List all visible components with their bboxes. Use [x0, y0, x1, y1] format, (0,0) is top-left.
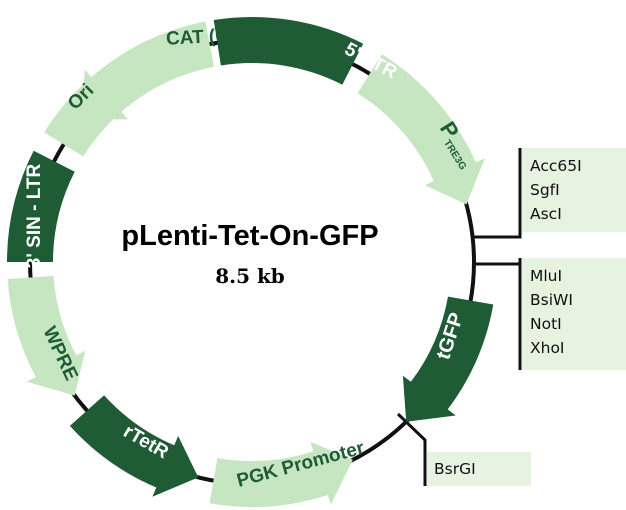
- label-cat: CAT (CAMr): [165, 21, 270, 49]
- feature-arrow-3-sin-ltr: [7, 150, 75, 262]
- feature-arrow-wpre: [7, 275, 86, 396]
- feature-arrow-pgk-promoter: [209, 441, 353, 508]
- site-acc65i: Acc65I: [530, 157, 582, 175]
- restriction-site-group-3: BsrGI: [396, 412, 531, 486]
- feature-arrow-tgfp: [402, 296, 494, 422]
- feature-arrow-ptre3g: [357, 54, 485, 205]
- site-leader-2: [474, 258, 522, 266]
- site-panel-1: [522, 148, 626, 232]
- site-leader-3: [396, 412, 427, 486]
- site-leader-1: [472, 232, 522, 239]
- site-noti: NotI: [530, 315, 562, 333]
- site-sgfi: SgfI: [530, 181, 560, 199]
- site-mlui: MluI: [530, 267, 562, 285]
- restriction-site-group-2: MluI BsiWI NotI XhoI: [474, 258, 626, 370]
- site-bsiwi: BsiWI: [530, 291, 573, 309]
- site-xhoi: XhoI: [530, 339, 565, 357]
- label-3-sin-ltr: 3' SIN - LTR: [24, 164, 45, 269]
- plasmid-size: 8.5 kb: [215, 264, 285, 288]
- plasmid-name: pLenti-Tet-On-GFP: [121, 220, 378, 252]
- site-panel-2: [522, 258, 626, 370]
- restriction-site-group-1: Acc65I SgfI AscI: [472, 148, 626, 239]
- feature-arrow-rtetr: [69, 395, 199, 497]
- site-asci: AscI: [530, 205, 562, 223]
- site-bsrgi: BsrGI: [434, 460, 476, 478]
- feature-arrow-5-ltr: [213, 16, 364, 85]
- feature-arrow-ori: [44, 71, 127, 157]
- site-panel-3: [427, 452, 531, 486]
